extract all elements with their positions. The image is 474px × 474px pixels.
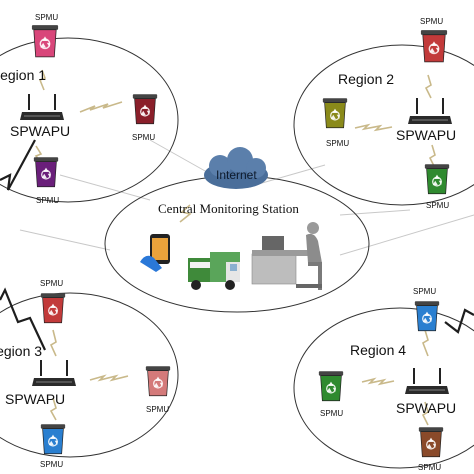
- smartphone-icon: [140, 234, 170, 272]
- internet-label: Internet: [216, 168, 257, 182]
- recycle-bin-icon: [418, 426, 444, 458]
- spmu-label: SPMU: [418, 463, 441, 472]
- spmu-label: SPMU: [413, 287, 436, 296]
- spmu-label: SPMU: [426, 201, 449, 210]
- garbage-truck-icon: [188, 252, 240, 290]
- spmu-label: SPMU: [146, 405, 169, 414]
- spwapu-label: SPWAPU: [5, 391, 65, 407]
- recycle-bin-icon: [145, 365, 171, 397]
- spmu-label: SPMU: [132, 133, 155, 142]
- wifi-router-icon: [408, 98, 452, 124]
- region4-label: Region 4: [350, 342, 406, 358]
- operator-desk-icon: [251, 222, 322, 290]
- central-station-label: Central Monitoring Station: [158, 201, 299, 216]
- region1-ellipse: [0, 37, 179, 203]
- region4-ellipse: [293, 307, 474, 469]
- wifi-router-icon: [405, 368, 449, 394]
- spmu-label: SPMU: [420, 17, 443, 26]
- recycle-bin-icon: [40, 292, 66, 324]
- recycle-bin-icon: [414, 300, 440, 332]
- recycle-bin-icon: [322, 97, 348, 129]
- region3-ellipse: [0, 292, 179, 458]
- spwapu-label: SPWAPU: [10, 123, 70, 139]
- recycle-bin-icon: [420, 29, 448, 63]
- recycle-bin-icon: [33, 156, 59, 188]
- spmu-label: SPMU: [40, 460, 63, 469]
- spmu-label: SPMU: [36, 196, 59, 205]
- wireless-links: [34, 69, 436, 426]
- region2-ellipse: [293, 44, 474, 206]
- recycle-bin-icon: [31, 24, 59, 58]
- wifi-router-icon: [32, 360, 76, 386]
- lightning-bolts: [0, 139, 474, 351]
- central-station-ellipse: [104, 175, 370, 313]
- cloud-icon: [204, 147, 268, 189]
- recycle-bin-icon: [132, 93, 158, 125]
- recycle-bin-icon: [40, 423, 66, 455]
- recycle-bin-icon: [424, 163, 450, 195]
- spmu-label: SPMU: [320, 409, 343, 418]
- spmu-label: SPMU: [35, 13, 58, 22]
- spwapu-label: SPWAPU: [396, 400, 456, 416]
- spmu-label: SPMU: [40, 279, 63, 288]
- recycle-bin-icon: [318, 370, 344, 402]
- network-links: [19, 139, 474, 256]
- region2-label: Region 2: [338, 71, 394, 87]
- region1-label: Region 1: [0, 67, 46, 83]
- spwapu-label: SPWAPU: [396, 127, 456, 143]
- spmu-label: SPMU: [326, 139, 349, 148]
- region3-label: Region 3: [0, 343, 42, 359]
- wifi-router-icon: [20, 94, 64, 120]
